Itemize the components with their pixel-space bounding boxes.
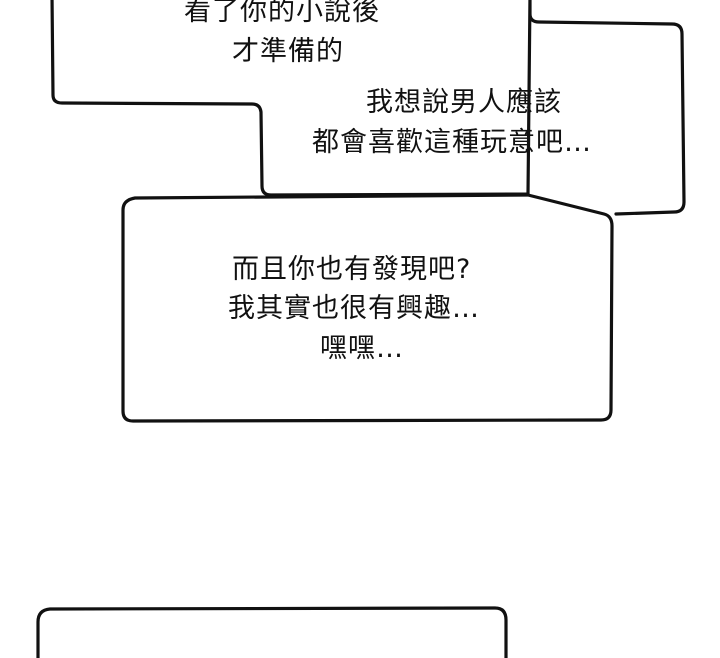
lower-speech-bubble bbox=[36, 606, 508, 658]
dialogue-line: 看了你的小說後 bbox=[184, 0, 380, 27]
upper-speech-bubble bbox=[50, 0, 686, 216]
dialogue-line: 嘿嘿… bbox=[320, 333, 404, 364]
dialogue-line: 我想說男人應該 bbox=[366, 87, 562, 118]
middle-speech-bubble bbox=[121, 193, 614, 423]
dialogue-line: 我其實也很有興趣… bbox=[228, 293, 480, 324]
dialogue-line: 而且你也有發現吧? bbox=[232, 254, 472, 285]
dialogue-line: 才準備的 bbox=[232, 36, 344, 67]
dialogue-line: 都會喜歡這種玩意吧… bbox=[312, 127, 592, 158]
